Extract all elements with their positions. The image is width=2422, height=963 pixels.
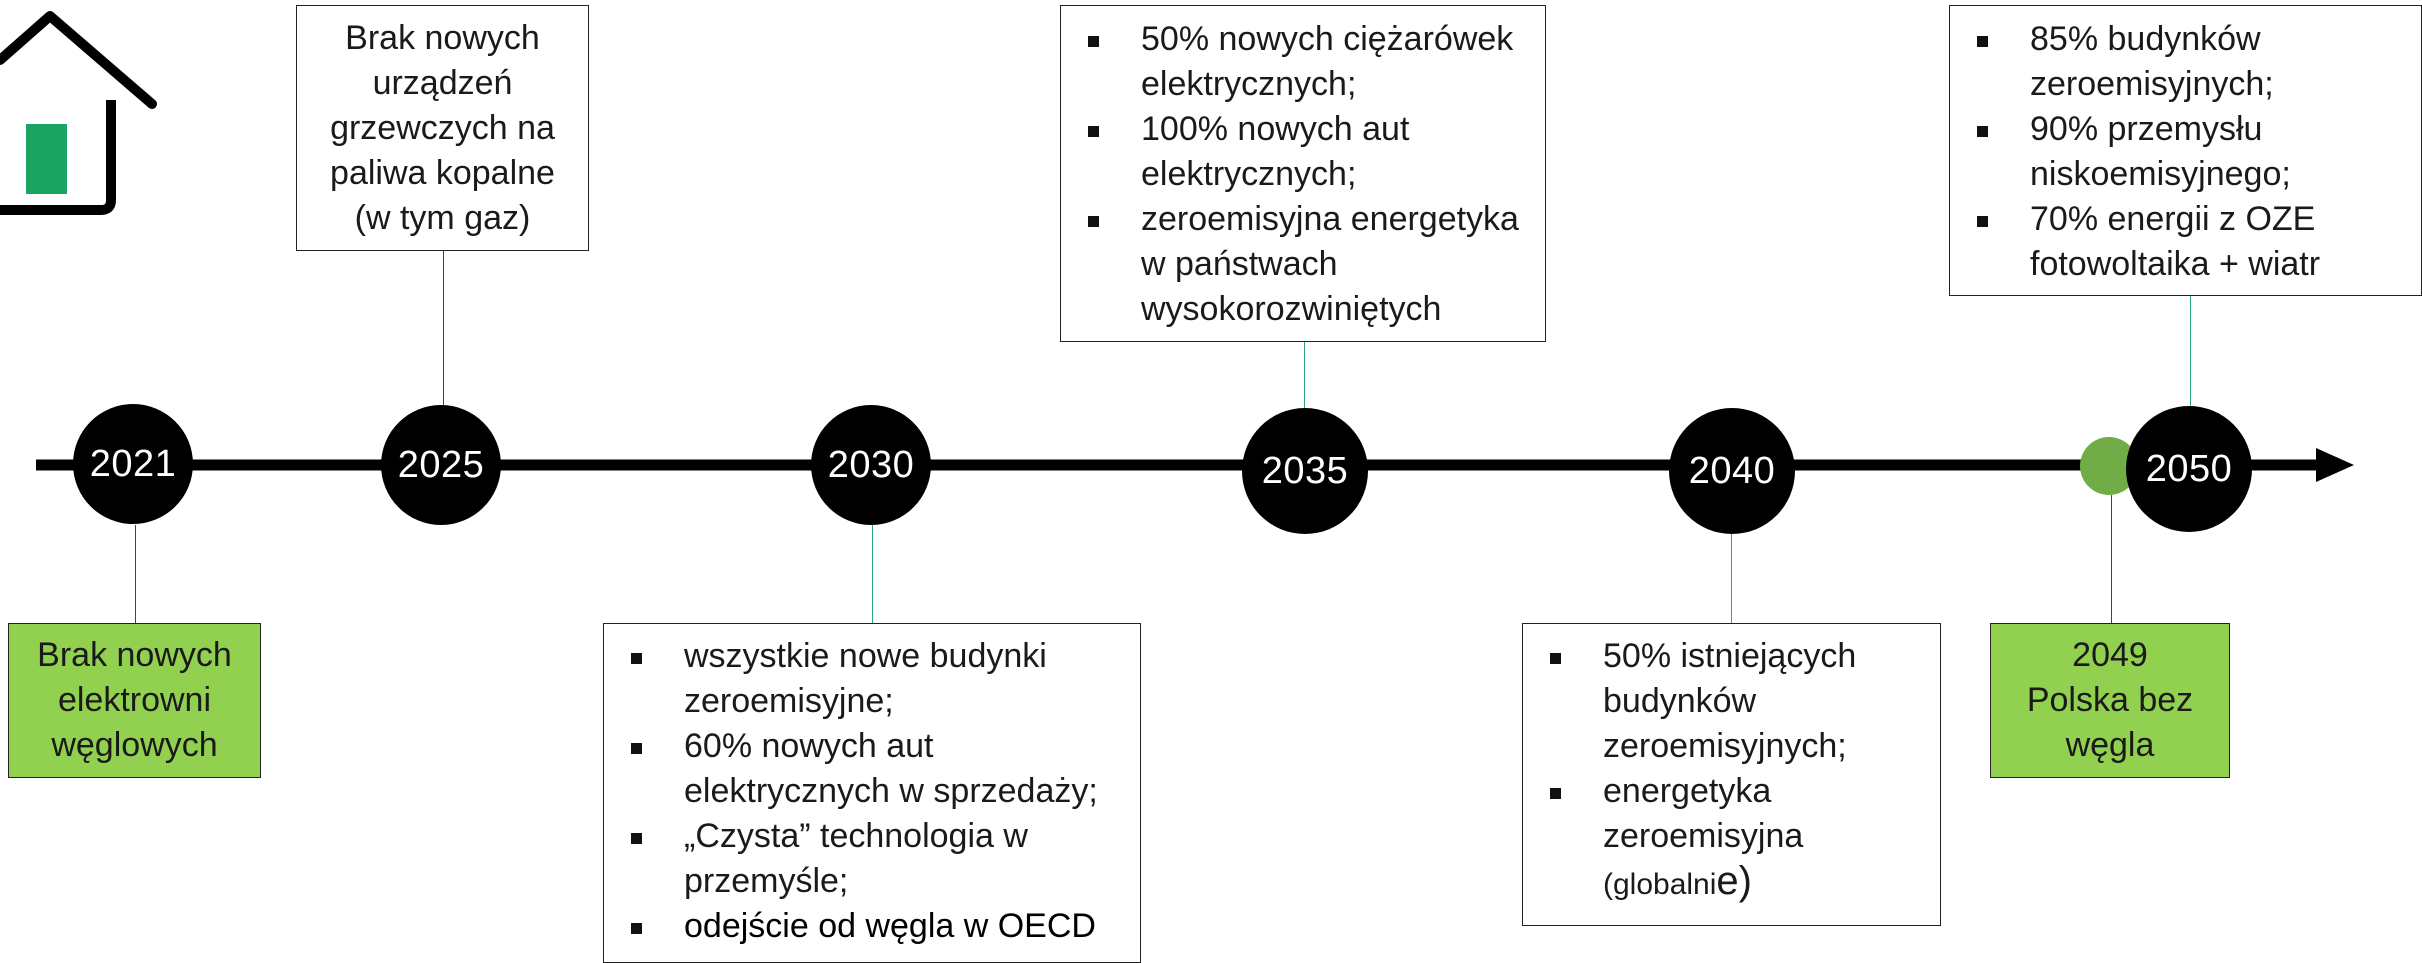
box-2025-heating: Brak nowych urządzeń grzewczych na paliw…	[296, 5, 589, 251]
arrow-right-icon	[2316, 448, 2354, 482]
box-2049-poland-no-coal: 2049 Polska bez węgla	[1990, 623, 2230, 778]
year-node-2030: 2030	[811, 405, 931, 525]
year-node-2025: 2025	[381, 405, 501, 525]
list-item: 90% przemysłu niskoemisyjnego;	[1950, 107, 2421, 197]
house-door	[26, 124, 67, 194]
box-2035-targets: 50% nowych ciężarówek elektrycznych; 100…	[1060, 5, 1546, 342]
box-2021-coal-plants: Brak nowych elektrowni węglowych	[8, 623, 261, 778]
year-node-2040: 2040	[1669, 408, 1795, 534]
year-node-2021: 2021	[73, 404, 193, 524]
list-item: 50% istniejących budynków zeroemisyjnych…	[1523, 634, 1940, 769]
list-item: 50% nowych ciężarówek elektrycznych;	[1061, 17, 1545, 107]
year-node-2050: 2050	[2126, 406, 2252, 532]
list-item: 100% nowych aut elektrycznych;	[1061, 107, 1545, 197]
connector-2050	[2190, 296, 2191, 408]
list-item: zeroemisyjna energetyka w państwach wyso…	[1061, 197, 1545, 332]
list-item: 70% energii z OZE fotowoltaika + wiatr	[1950, 197, 2421, 287]
targets-list-2050: 85% budynków zeroemisyjnych; 90% przemys…	[1950, 17, 2421, 287]
connector-2049	[2111, 495, 2112, 623]
list-item: energetyka zeroemisyjna (globalnie)	[1523, 769, 1940, 907]
targets-list-2040: 50% istniejących budynków zeroemisyjnych…	[1523, 634, 1940, 907]
connector-2030	[872, 525, 873, 623]
list-item: 60% nowych aut elektrycznych w sprzedaży…	[604, 724, 1140, 814]
box-2030-targets: wszystkie nowe budynki zeroemisyjne; 60%…	[603, 623, 1141, 963]
box-2040-targets: 50% istniejących budynków zeroemisyjnych…	[1522, 623, 1941, 926]
connector-2021	[135, 525, 136, 623]
targets-list-2030: wszystkie nowe budynki zeroemisyjne; 60%…	[604, 634, 1140, 949]
connector-2025	[443, 251, 444, 406]
year-node-2035: 2035	[1242, 408, 1368, 534]
box-2050-targets: 85% budynków zeroemisyjnych; 90% przemys…	[1949, 5, 2422, 296]
house-icon	[0, 11, 157, 215]
list-item: odejście od węgla w OECD	[604, 904, 1140, 949]
connector-2040	[1731, 528, 1732, 623]
targets-list-2035: 50% nowych ciężarówek elektrycznych; 100…	[1061, 17, 1545, 332]
list-item: wszystkie nowe budynki zeroemisyjne;	[604, 634, 1140, 724]
list-item: 85% budynków zeroemisyjnych;	[1950, 17, 2421, 107]
connector-2035	[1304, 342, 1305, 410]
list-item: „Czysta” technologia w przemyśle;	[604, 814, 1140, 904]
